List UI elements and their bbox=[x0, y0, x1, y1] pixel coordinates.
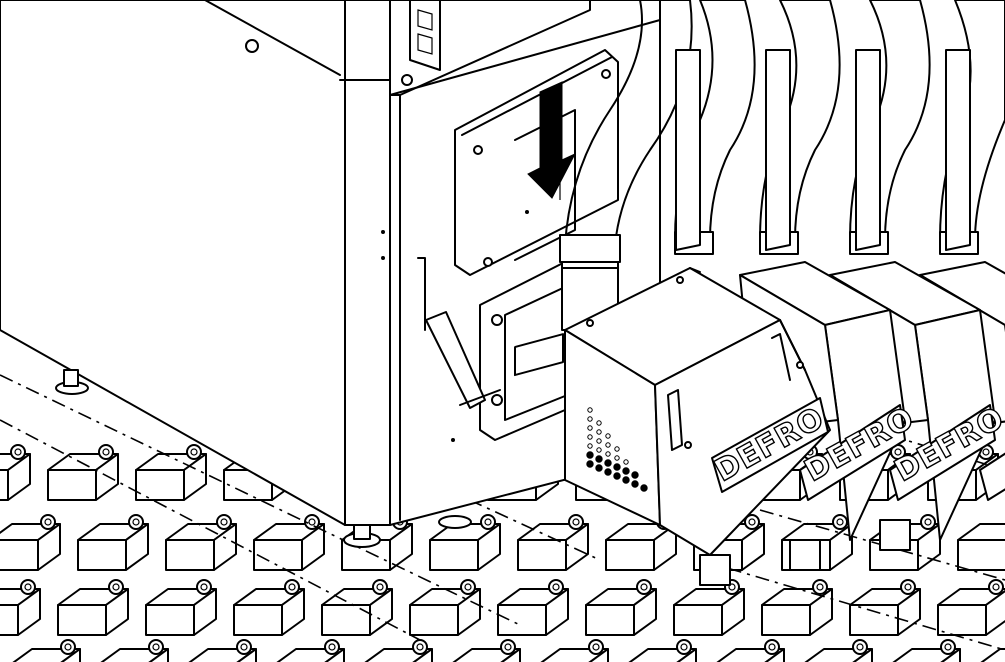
floor-tile bbox=[165, 514, 237, 571]
floor-tile bbox=[361, 639, 433, 662]
vent-hole bbox=[604, 459, 612, 467]
vent-hole bbox=[595, 464, 603, 472]
vent-hole bbox=[586, 460, 594, 468]
vent-hole bbox=[587, 416, 593, 422]
floor-tile bbox=[713, 639, 785, 662]
floor-tile bbox=[801, 639, 873, 662]
floor-tile bbox=[889, 639, 961, 662]
vent-hole bbox=[605, 442, 611, 448]
burner-legs bbox=[699, 519, 911, 586]
vent-hole bbox=[623, 459, 629, 465]
vent-hole bbox=[596, 447, 602, 453]
vent-hole bbox=[622, 467, 630, 475]
vent-hole bbox=[586, 451, 594, 459]
floor-tile bbox=[497, 579, 569, 636]
floor-tile bbox=[97, 639, 169, 662]
vent-hole bbox=[604, 468, 612, 476]
floor-tile bbox=[585, 579, 657, 636]
vent-hole bbox=[605, 451, 611, 457]
floor-tile bbox=[673, 579, 745, 636]
floor-tile bbox=[233, 579, 305, 636]
floor-tile bbox=[321, 579, 393, 636]
burner-vent-holes bbox=[586, 407, 648, 492]
vent-hole bbox=[587, 407, 593, 413]
vent-hole bbox=[587, 434, 593, 440]
floor-tile bbox=[135, 444, 207, 501]
floor-tile bbox=[47, 444, 119, 501]
insertion-arrow-icon bbox=[527, 81, 577, 199]
vent-hole bbox=[587, 443, 593, 449]
floor-tile bbox=[273, 639, 345, 662]
vent-hole bbox=[613, 463, 621, 471]
vent-hole bbox=[614, 455, 620, 461]
floor-tile bbox=[77, 514, 149, 571]
floor-tile bbox=[0, 514, 61, 571]
vent-hole bbox=[640, 484, 648, 492]
floor-tile bbox=[537, 639, 609, 662]
floor-tile bbox=[145, 579, 217, 636]
vent-hole bbox=[613, 472, 621, 480]
floor-tile bbox=[0, 579, 41, 636]
vent-hole bbox=[595, 455, 603, 463]
floor-tile bbox=[761, 579, 833, 636]
boiler-feet bbox=[55, 369, 472, 548]
vent-hole bbox=[631, 471, 639, 479]
floor-tile bbox=[517, 514, 589, 571]
floor-tile bbox=[57, 579, 129, 636]
floor-tile bbox=[185, 639, 257, 662]
vent-hole bbox=[596, 420, 602, 426]
vent-hole bbox=[605, 433, 611, 439]
rear-brand-panels bbox=[799, 404, 1005, 501]
floor-tile bbox=[625, 639, 697, 662]
vent-hole bbox=[622, 476, 630, 484]
vent-hole bbox=[596, 429, 602, 435]
boiler-door-panel bbox=[454, 49, 619, 276]
vent-hole bbox=[587, 425, 593, 431]
floor-tile bbox=[957, 514, 1005, 571]
feeder-hoses bbox=[559, 0, 1005, 331]
floor-tile bbox=[253, 514, 325, 571]
vent-hole bbox=[631, 480, 639, 488]
floor-tile bbox=[449, 639, 521, 662]
vent-hole bbox=[596, 438, 602, 444]
floor-tile bbox=[937, 579, 1005, 636]
vent-hole bbox=[614, 446, 620, 452]
floor-tile bbox=[9, 639, 81, 662]
burner-housing-front bbox=[564, 267, 831, 556]
floor-tile bbox=[0, 444, 31, 501]
